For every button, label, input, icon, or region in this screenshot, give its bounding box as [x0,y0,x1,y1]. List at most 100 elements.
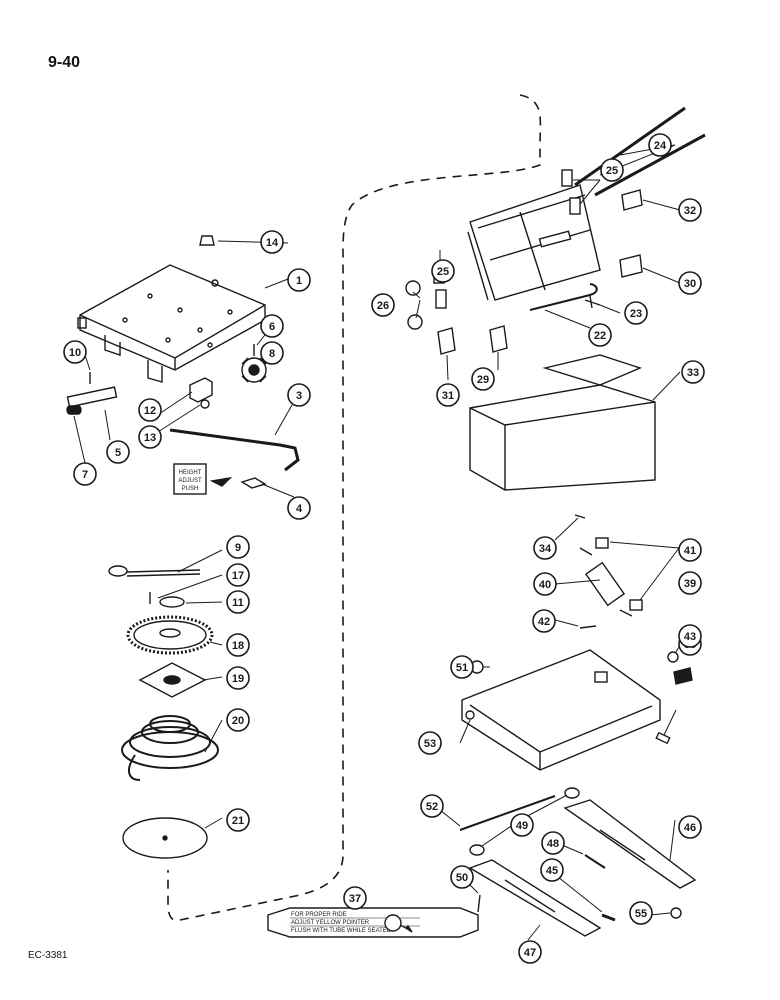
callout-circle [541,831,565,855]
rod-52 [459,795,556,831]
callout-8: 8 [260,341,284,365]
bumper-38 [673,667,693,685]
callout-number: 47 [524,947,536,959]
callout-39: 39 [678,571,702,595]
callout-5: 5 [106,440,130,464]
callout-26: 26 [371,293,395,317]
bolt-23 [584,295,601,309]
callout-50: 50 [450,865,474,889]
callout-number: 20 [232,715,244,727]
dashed-boundary [167,94,542,922]
callout-53: 53 [418,731,442,755]
callout-40: 40 [533,572,557,596]
callout-7: 7 [73,462,97,486]
callout-circle [533,536,557,560]
leader-lines [73,144,681,941]
callout-circle [226,666,250,690]
slide-rail-46 [563,799,697,889]
callout-25: 25 [431,259,455,283]
spring-20 [121,715,219,781]
bumper-49a [564,787,580,799]
bumper-49b [469,844,485,856]
callout-number: 19 [232,673,244,685]
callout-13: 13 [138,425,162,449]
svg-text:PUSH: PUSH [182,486,199,492]
plate-19 [138,662,207,698]
callout-circle [471,367,495,391]
callout-41: 41 [678,538,702,562]
pin-45 [601,913,616,922]
callout-circle [678,571,702,595]
callout-4: 4 [287,496,311,520]
callout-number: 23 [630,308,642,320]
callout-circle [678,624,702,648]
callout-number: 1 [296,275,302,287]
callout-number: 49 [516,820,528,832]
callout-number: 3 [296,390,302,402]
callout-number: 5 [115,447,121,459]
callout-number: 52 [426,801,438,813]
callout-55: 55 [629,901,653,925]
sprocket-18 [126,615,214,655]
callout-circle [450,655,474,679]
callout-number: 7 [82,469,88,481]
figure-code: EC-3381 [28,950,68,961]
callout-3: 3 [287,383,311,407]
bolt-50 [477,894,481,913]
page-number: 9-40 [48,54,81,71]
callout-12: 12 [138,398,162,422]
callout-number: 32 [684,205,696,217]
svg-text:ADJUST: ADJUST [178,478,202,484]
callout-number: 48 [547,838,559,850]
callout-9: 9 [226,535,250,559]
callout-number: 42 [538,616,550,628]
callout-circle [260,230,284,254]
callout-23: 23 [624,301,648,325]
callout-number: 6 [269,321,275,333]
callout-number: 4 [296,503,303,515]
callout-24: 24 [648,133,672,157]
callout-circle [260,314,284,338]
callout-17: 17 [226,563,250,587]
boot-33 [469,354,656,491]
nut-14 [199,235,215,246]
callout-circle [678,815,702,839]
callout-21: 21 [226,808,250,832]
disc-9 [108,565,128,577]
callout-10: 10 [63,340,87,364]
callout-circle [418,731,442,755]
block-32 [621,189,643,211]
callout-circle [226,535,250,559]
nut-55 [670,907,682,919]
callout-circle [287,268,311,292]
end-41b [629,599,643,611]
callout-circle [226,563,250,587]
callout-34: 34 [533,536,557,560]
cap-26b [407,314,423,330]
callout-number: 13 [144,432,156,444]
callout-circle [226,708,250,732]
callout-circle [420,794,444,818]
callout-number: 17 [232,570,244,582]
bracket-12 [189,377,213,403]
callout-52: 52 [420,794,444,818]
callout-circle [600,158,624,182]
callout-circle [138,398,162,422]
callout-number: 10 [69,347,81,359]
callout-14: 14 [260,230,284,254]
callout-29: 29 [471,367,495,391]
callout-number: 51 [456,662,468,674]
callout-circle [629,901,653,925]
svg-text:FOR PROPER RIDE: FOR PROPER RIDE [291,912,347,918]
callout-circle [510,813,534,837]
callout-6: 6 [260,314,284,338]
shock-40 [579,547,633,617]
callout-number: 25 [606,165,618,177]
callout-circle [287,496,311,520]
cap-4 [240,477,267,489]
callout-circle [532,609,556,633]
seat-top-plate [77,264,266,383]
callout-number: 43 [684,631,696,643]
callout-25: 25 [600,158,624,182]
callout-number: 24 [654,140,667,152]
